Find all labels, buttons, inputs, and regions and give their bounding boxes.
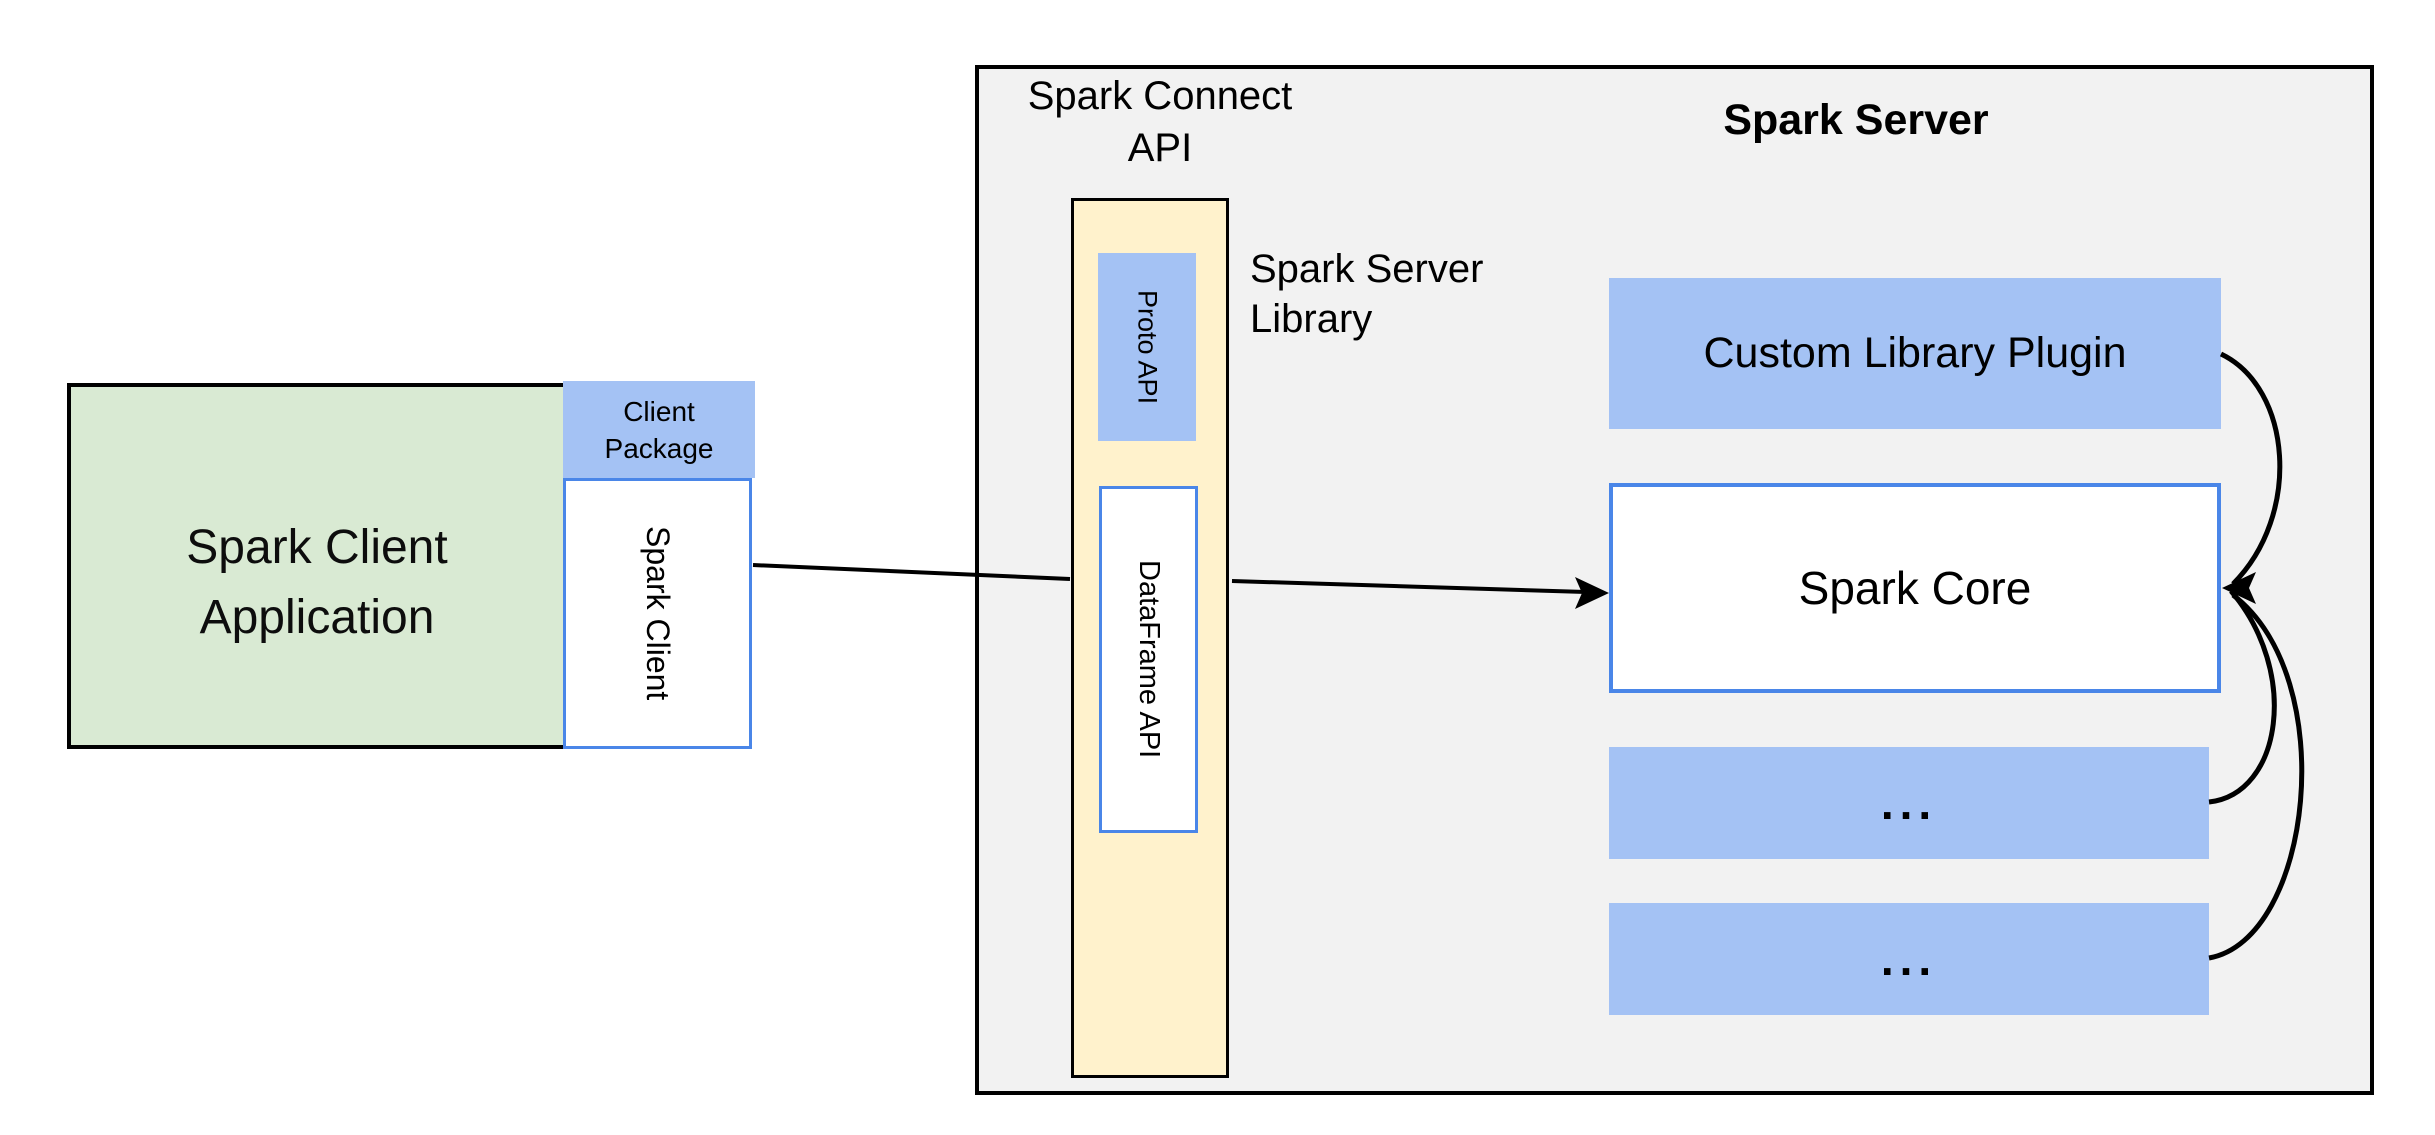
client-package-line1: Client bbox=[623, 395, 695, 427]
spark-client-label: Spark Client bbox=[640, 526, 676, 701]
spark-server-library-line2: Library bbox=[1250, 297, 1373, 341]
dataframe-api-box: DataFrame API bbox=[1099, 486, 1198, 833]
spark-client-application-line1: Spark Client bbox=[186, 521, 448, 574]
proto-api-box: Proto API bbox=[1098, 253, 1196, 441]
spark-connect-api-label: Spark Connect API bbox=[985, 70, 1335, 174]
spark-connect-api-line2: API bbox=[1127, 126, 1193, 170]
spark-server-library-label: Spark Server Library bbox=[1250, 244, 1580, 344]
server-module-box-1: ... bbox=[1609, 747, 2209, 859]
spark-connect-api-line1: Spark Connect bbox=[1027, 74, 1293, 118]
server-module-box-2: ... bbox=[1609, 903, 2209, 1015]
spark-client-box: Spark Client bbox=[563, 478, 752, 749]
server-module-2-label: ... bbox=[1880, 933, 1938, 985]
spark-client-application-box bbox=[67, 383, 595, 749]
custom-library-plugin-label: Custom Library Plugin bbox=[1703, 329, 2127, 377]
proto-api-label: Proto API bbox=[1132, 289, 1163, 405]
spark-server-title: Spark Server bbox=[1723, 96, 1989, 144]
spark-client-application-line2: Application bbox=[199, 591, 435, 644]
spark-client-application-label: Spark Client Application bbox=[67, 513, 567, 653]
client-package-line2: Package bbox=[604, 432, 714, 464]
custom-library-plugin-box: Custom Library Plugin bbox=[1609, 278, 2221, 429]
dataframe-api-label: DataFrame API bbox=[1133, 560, 1165, 759]
client-package-box: Client Package bbox=[563, 381, 755, 478]
spark-server-library-line1: Spark Server bbox=[1250, 247, 1484, 291]
spark-core-label: Spark Core bbox=[1798, 562, 2032, 614]
server-module-1-label: ... bbox=[1880, 777, 1938, 829]
spark-core-box: Spark Core bbox=[1609, 483, 2221, 693]
